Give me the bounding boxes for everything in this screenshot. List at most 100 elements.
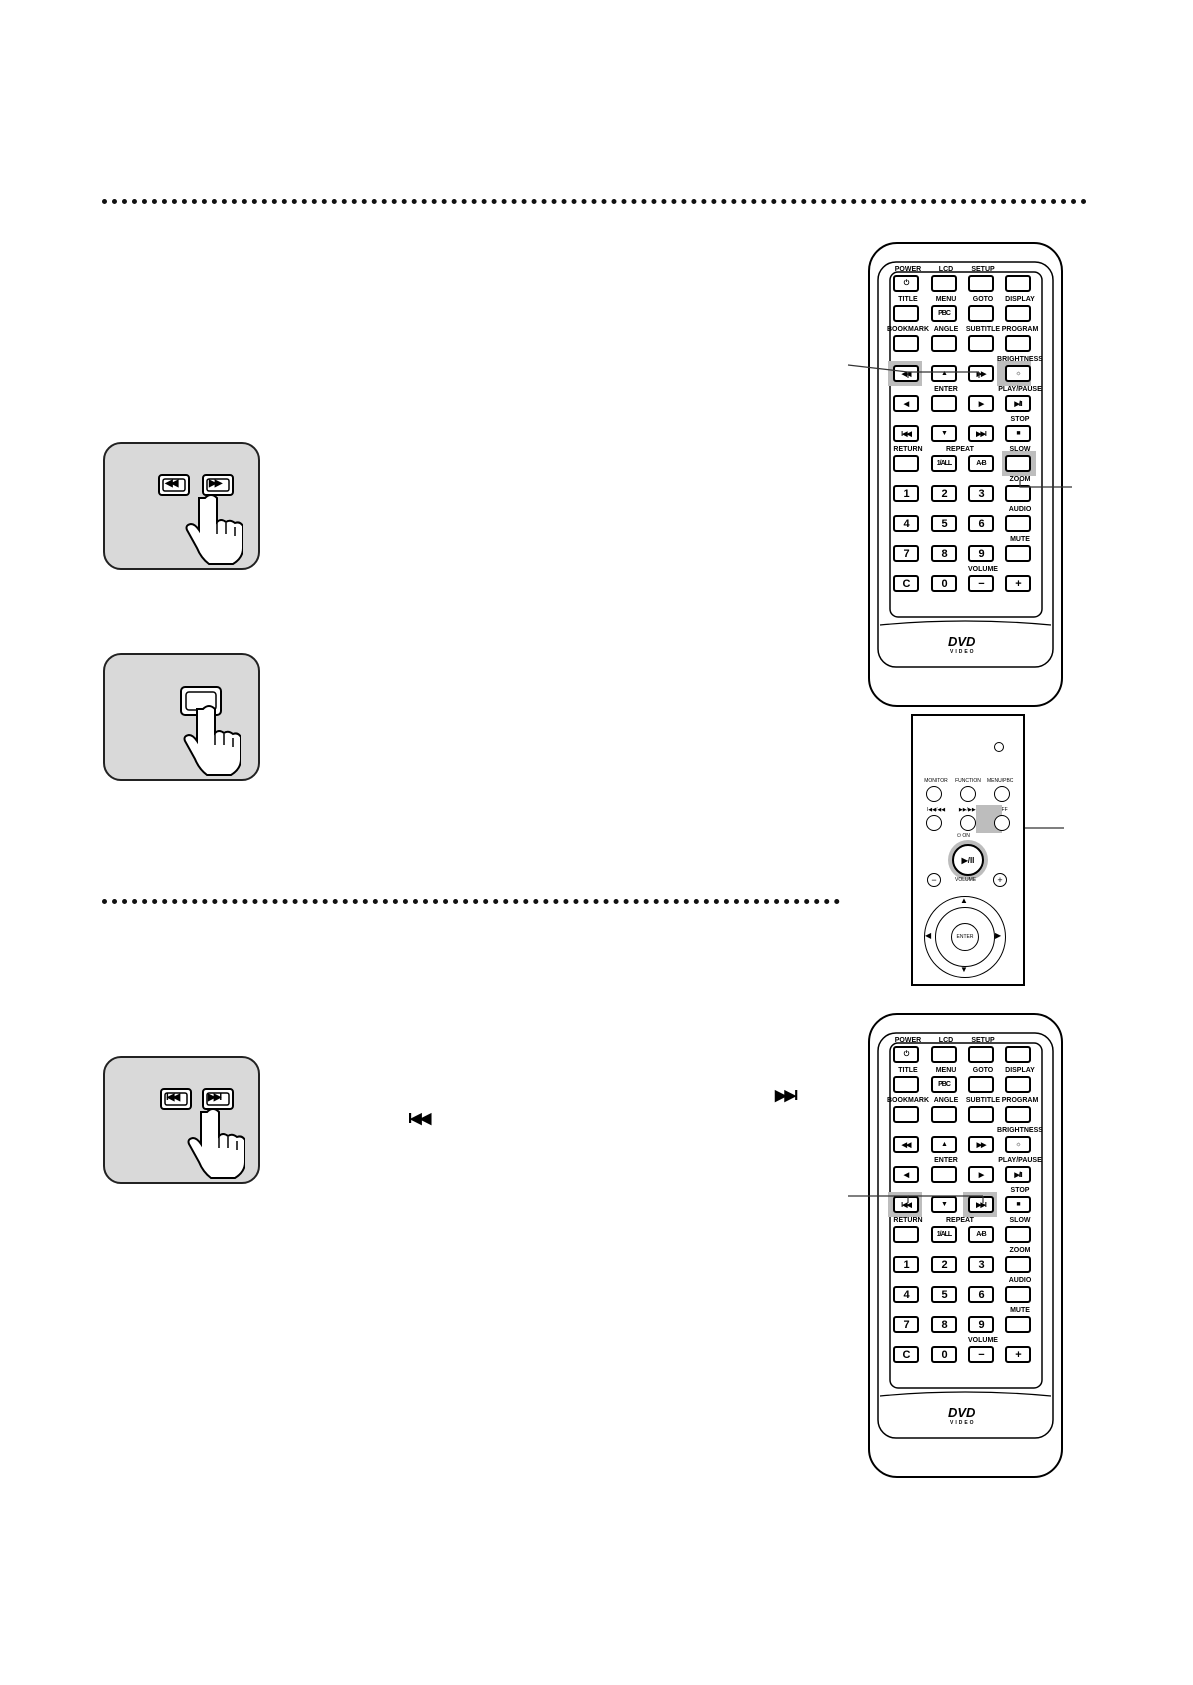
remote-button[interactable]: ▶▶I (968, 425, 994, 442)
remote-button[interactable] (1005, 455, 1031, 472)
remote-button[interactable]: ▼ (931, 1196, 957, 1213)
remote-button[interactable] (893, 335, 919, 352)
remote-button[interactable]: 5 (931, 1286, 957, 1303)
remote-button[interactable] (968, 1046, 994, 1063)
remote-button[interactable] (1005, 275, 1031, 292)
remote-button[interactable]: 9 (968, 1316, 994, 1333)
remote-button[interactable]: 3 (968, 1256, 994, 1273)
remote-button[interactable] (1005, 1286, 1031, 1303)
remote-button[interactable]: ◀ (893, 1166, 919, 1183)
remote-button[interactable] (931, 1166, 957, 1183)
remote-button[interactable] (968, 335, 994, 352)
remote-button[interactable]: A-B (968, 1226, 994, 1243)
remote-button[interactable]: 0 (931, 1346, 957, 1363)
remote-button[interactable]: ◀ (893, 395, 919, 412)
remote-button[interactable] (931, 1046, 957, 1063)
remote-button[interactable]: 8 (931, 545, 957, 562)
remote-button[interactable]: ⏻ (893, 1046, 919, 1063)
prev-panel-button[interactable] (926, 815, 942, 831)
nav-down-icon[interactable]: ▼ (960, 965, 968, 974)
monitor-button[interactable] (926, 786, 942, 802)
remote-button[interactable] (893, 305, 919, 322)
remote-button[interactable]: ▶/II (1005, 1166, 1031, 1183)
nav-right-icon[interactable]: ▶ (995, 931, 1002, 940)
remote-button[interactable]: 2 (931, 485, 957, 502)
remote-button[interactable] (968, 1106, 994, 1123)
remote-button[interactable] (1005, 515, 1031, 532)
remote-button[interactable] (968, 1076, 994, 1093)
volume-up-panel-button[interactable]: + (993, 873, 1007, 887)
remote-button[interactable]: 7 (893, 1316, 919, 1333)
remote-button[interactable]: ▶ (968, 1166, 994, 1183)
remote-button[interactable]: ⏻ (893, 275, 919, 292)
remote-button[interactable] (893, 1226, 919, 1243)
remote-button[interactable]: I◀◀ (893, 425, 919, 442)
remote-button[interactable] (893, 1106, 919, 1123)
remote-button[interactable]: 1 (893, 1256, 919, 1273)
next-panel-button[interactable] (960, 815, 976, 831)
remote-button[interactable]: 8 (931, 1316, 957, 1333)
remote-button[interactable]: 6 (968, 1286, 994, 1303)
remote-button[interactable]: + (1005, 575, 1031, 592)
remote-button[interactable]: ▶▶I (968, 1196, 994, 1213)
remote-button[interactable]: ☼ (1005, 365, 1031, 382)
remote-button[interactable]: ▲ (931, 1136, 957, 1153)
remote-button[interactable] (931, 1106, 957, 1123)
remote-button[interactable] (1005, 305, 1031, 322)
remote-button[interactable]: 4 (893, 1286, 919, 1303)
remote-button[interactable] (1005, 1256, 1031, 1273)
remote-button[interactable]: ▶▶ (968, 1136, 994, 1153)
remote-button[interactable]: 7 (893, 545, 919, 562)
remote-button[interactable]: ◀◀ (893, 1136, 919, 1153)
remote-button[interactable] (893, 455, 919, 472)
remote-button[interactable]: 6 (968, 515, 994, 532)
remote-button[interactable] (1005, 1106, 1031, 1123)
remote-button[interactable]: 5 (931, 515, 957, 532)
remote-button[interactable]: PBC (931, 305, 957, 322)
remote-button[interactable]: A-B (968, 455, 994, 472)
volume-down-panel-button[interactable]: − (927, 873, 941, 887)
remote-button[interactable]: C (893, 1346, 919, 1363)
remote-button[interactable]: ■ (1005, 1196, 1031, 1213)
remote-button[interactable] (1005, 485, 1031, 502)
remote-button[interactable]: 2 (931, 1256, 957, 1273)
remote-button[interactable]: PBC (931, 1076, 957, 1093)
nav-left-icon[interactable]: ◀ (925, 931, 932, 940)
remote-button[interactable] (1005, 1046, 1031, 1063)
remote-button[interactable]: + (1005, 1346, 1031, 1363)
remote-button[interactable]: 9 (968, 545, 994, 562)
remote-button[interactable]: − (968, 1346, 994, 1363)
remote-button[interactable]: ▶▶ (968, 365, 994, 382)
remote-button[interactable] (1005, 1076, 1031, 1093)
remote-button[interactable]: I◀◀ (893, 1196, 919, 1213)
remote-button[interactable] (931, 395, 957, 412)
remote-button[interactable]: ▼ (931, 425, 957, 442)
remote-button[interactable] (931, 275, 957, 292)
remote-button[interactable] (1005, 335, 1031, 352)
remote-button[interactable] (931, 335, 957, 352)
remote-button[interactable] (893, 1076, 919, 1093)
remote-button[interactable]: 4 (893, 515, 919, 532)
stop-panel-button[interactable] (994, 815, 1010, 831)
remote-button[interactable]: 1/ALL (931, 455, 957, 472)
remote-button[interactable] (1005, 1316, 1031, 1333)
remote-button[interactable] (1005, 545, 1031, 562)
menu-pbc-button[interactable] (994, 786, 1010, 802)
remote-button[interactable]: ▶/II (1005, 395, 1031, 412)
play-pause-panel-button[interactable]: ▶/II (948, 840, 988, 880)
remote-button[interactable]: 3 (968, 485, 994, 502)
remote-button[interactable] (968, 275, 994, 292)
remote-button[interactable]: C (893, 575, 919, 592)
remote-button[interactable]: ■ (1005, 425, 1031, 442)
remote-button[interactable]: ◀◀ (893, 365, 919, 382)
function-button[interactable] (960, 786, 976, 802)
remote-button[interactable]: ▶ (968, 395, 994, 412)
remote-button[interactable]: ☼ (1005, 1136, 1031, 1153)
remote-button[interactable]: 0 (931, 575, 957, 592)
enter-panel-button[interactable]: ENTER (951, 923, 979, 951)
navigation-pad[interactable]: ENTER ▲ ▼ ◀ ▶ (924, 896, 1006, 978)
remote-button[interactable] (1005, 1226, 1031, 1243)
remote-button[interactable]: 1/ALL (931, 1226, 957, 1243)
nav-up-icon[interactable]: ▲ (960, 896, 968, 905)
remote-button[interactable]: − (968, 575, 994, 592)
